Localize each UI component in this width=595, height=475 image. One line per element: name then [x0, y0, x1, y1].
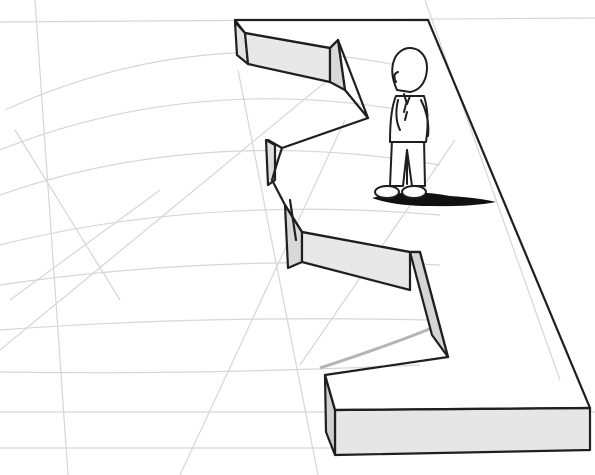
step-inner-line-2 — [345, 90, 368, 118]
guide-radial-4 — [180, 120, 345, 475]
slab-front-face — [335, 408, 590, 455]
guide-vertical-mid — [238, 70, 318, 475]
wall-face-middle — [285, 205, 302, 268]
notch-face-top — [330, 40, 345, 90]
figure-left-shoe — [375, 186, 399, 198]
figure-right-shoe — [402, 186, 426, 198]
guide-vertical-left — [35, 0, 68, 475]
guide-arc-2 — [0, 99, 430, 150]
platform-right-edge — [428, 20, 590, 408]
guide-vertical-right — [425, 0, 560, 380]
guide-radial-1 — [15, 130, 120, 300]
figure-head — [392, 48, 427, 92]
person-figure — [372, 48, 496, 206]
guide-arc-7 — [0, 365, 420, 373]
notch-face-lower — [410, 252, 448, 357]
guide-arc-3 — [0, 150, 440, 195]
guide-radial-2 — [10, 190, 160, 300]
guide-arc-6 — [0, 319, 430, 330]
slab-left-face — [325, 375, 335, 455]
guide-arc-4 — [0, 209, 440, 245]
ridge-face-lower — [302, 232, 410, 290]
